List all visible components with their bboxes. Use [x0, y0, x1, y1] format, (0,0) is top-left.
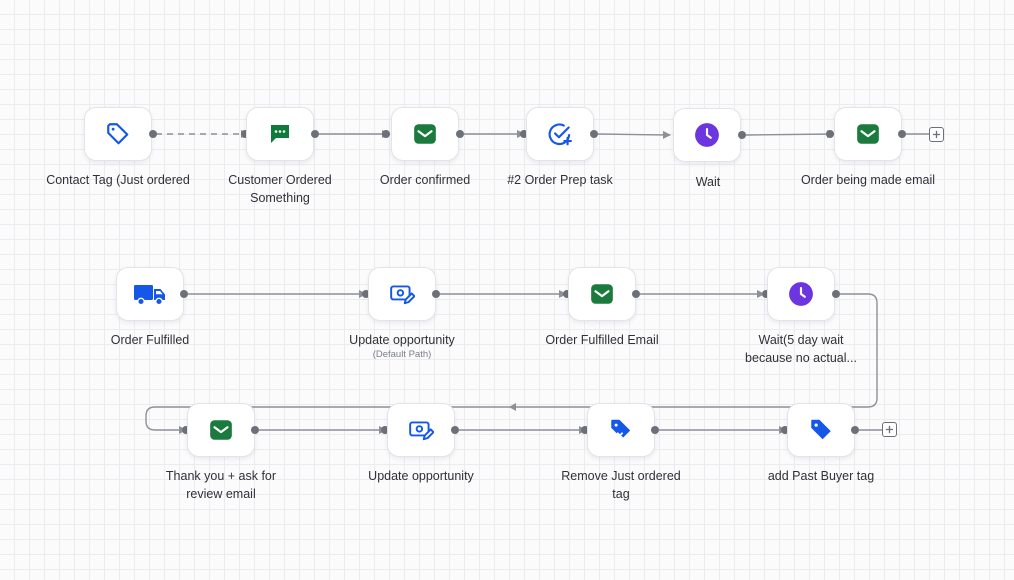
input-port[interactable] — [520, 130, 528, 138]
add-step-button[interactable] — [882, 422, 897, 437]
output-port[interactable] — [456, 130, 464, 138]
node-label: Customer Ordered Something — [228, 173, 332, 205]
workflow-node-remove-tag[interactable] — [587, 403, 655, 457]
connector — [597, 130, 671, 139]
workflow-node-contact-tag[interactable] — [84, 107, 152, 161]
tag-remove-icon — [608, 417, 634, 443]
output-port[interactable] — [851, 426, 859, 434]
output-port[interactable] — [180, 290, 188, 298]
sms-icon — [268, 122, 292, 146]
input-port[interactable] — [241, 130, 249, 138]
node-label: Thank you + ask for review email — [165, 469, 277, 501]
node-label: Order Fulfilled Email — [545, 333, 659, 347]
output-port[interactable] — [632, 290, 640, 298]
node-label: Wait — [695, 175, 721, 189]
tag-icon — [105, 121, 131, 147]
plus-icon — [932, 126, 941, 144]
workflow-node-add-past-buyer-tag[interactable] — [787, 403, 855, 457]
email-icon — [208, 417, 234, 443]
opportunity-icon — [408, 417, 434, 443]
input-port[interactable] — [826, 130, 834, 138]
tag-filled-icon — [808, 417, 834, 443]
output-port[interactable] — [898, 130, 906, 138]
workflow-node-order-prep-task[interactable] — [526, 107, 594, 161]
node-label: Order Fulfilled — [110, 333, 190, 347]
input-port[interactable] — [182, 426, 190, 434]
node-label: Remove Just ordered tag — [561, 469, 681, 501]
input-port[interactable] — [381, 426, 389, 434]
input-port[interactable] — [382, 130, 390, 138]
output-port[interactable] — [311, 130, 319, 138]
clock-icon — [788, 281, 814, 307]
output-port[interactable] — [832, 290, 840, 298]
input-port[interactable] — [762, 290, 770, 298]
output-port[interactable] — [432, 290, 440, 298]
workflow-node-order-confirmed[interactable] — [391, 107, 459, 161]
output-port[interactable] — [149, 130, 157, 138]
direction-arrow — [509, 403, 516, 411]
connector — [745, 130, 835, 139]
plus-icon — [885, 421, 894, 439]
output-port[interactable] — [590, 130, 598, 138]
node-label: Order being made email — [800, 173, 936, 187]
node-label: Order confirmed — [379, 173, 471, 187]
clock-icon — [694, 122, 720, 148]
workflow-node-update-opportunity-default[interactable] — [368, 267, 436, 321]
input-port[interactable] — [581, 426, 589, 434]
task-icon — [547, 121, 573, 147]
opportunity-icon — [389, 281, 415, 307]
workflow-node-order-fulfilled-email[interactable] — [568, 267, 636, 321]
input-port[interactable] — [563, 290, 571, 298]
node-label: #2 Order Prep task — [507, 173, 613, 187]
node-label: Wait(5 day wait because no actual... — [745, 333, 857, 365]
email-icon — [855, 121, 881, 147]
add-step-button[interactable] — [929, 127, 944, 142]
node-sublabel: (Default Path) — [372, 349, 432, 360]
workflow-node-customer-ordered[interactable] — [246, 107, 314, 161]
input-port[interactable] — [781, 426, 789, 434]
output-port[interactable] — [651, 426, 659, 434]
output-port[interactable] — [251, 426, 259, 434]
output-port[interactable] — [451, 426, 459, 434]
node-label: Update opportunity — [349, 333, 455, 347]
workflow-node-update-opportunity[interactable] — [387, 403, 455, 457]
email-icon — [412, 121, 438, 147]
node-label: Contact Tag (Just ordered — [46, 173, 190, 187]
workflow-node-order-being-made-email[interactable] — [834, 107, 902, 161]
node-label: Update opportunity — [368, 469, 474, 483]
output-port[interactable] — [738, 131, 746, 139]
truck-icon — [133, 281, 167, 307]
input-port[interactable] — [362, 290, 370, 298]
email-icon — [589, 281, 615, 307]
node-label: add Past Buyer tag — [767, 469, 875, 483]
workflow-node-order-fulfilled[interactable] — [116, 267, 184, 321]
workflow-node-wait-5-day[interactable] — [767, 267, 835, 321]
workflow-node-wait[interactable] — [673, 108, 741, 162]
workflow-node-thank-you-email[interactable] — [187, 403, 255, 457]
